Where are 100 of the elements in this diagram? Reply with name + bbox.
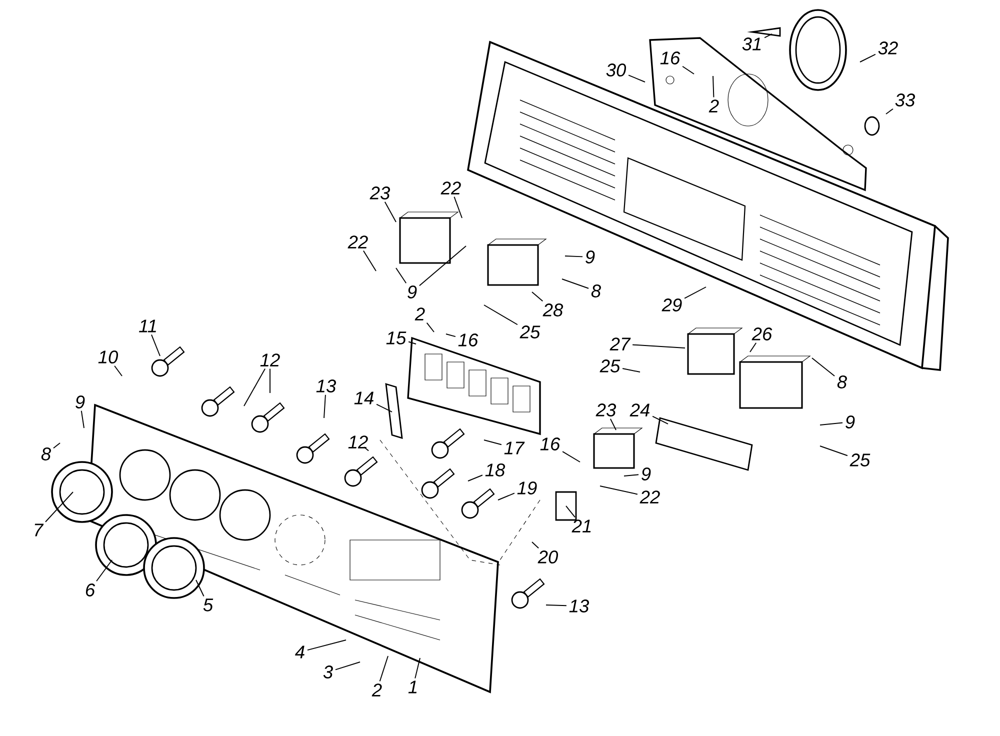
leader-line	[532, 542, 540, 549]
leader-line	[712, 76, 714, 98]
leader-line	[484, 304, 518, 326]
callout-number: 15	[386, 332, 406, 344]
callout-number: 20	[538, 550, 558, 564]
callout-number: 9	[408, 286, 417, 298]
callout-number: 33	[895, 94, 916, 106]
leader-line	[306, 640, 346, 651]
callout-number: 12	[348, 436, 368, 448]
callout-number: 2	[708, 100, 719, 112]
callout-number: 19	[517, 482, 537, 494]
callout-number: 22	[640, 490, 660, 504]
callout-number: 13	[569, 600, 590, 612]
leader-line	[684, 286, 706, 299]
leader-line	[546, 604, 567, 606]
leader-line	[468, 474, 483, 482]
callout-number: 9	[586, 250, 595, 264]
callout-number: 22	[348, 236, 368, 248]
callout-number: 9	[642, 468, 651, 480]
leader-line	[610, 418, 616, 430]
callout-number: 16	[540, 438, 560, 450]
callout-number: 8	[591, 284, 601, 298]
leader-line	[454, 196, 462, 218]
callout-number: 25	[600, 360, 620, 372]
callout-number: 11	[138, 320, 156, 332]
leader-line	[362, 250, 376, 272]
leader-line	[96, 560, 112, 582]
callout-number: 27	[610, 338, 631, 350]
leader-line	[562, 451, 580, 462]
leader-line	[324, 394, 326, 418]
callout-number: 28	[542, 304, 564, 316]
leader-line	[334, 662, 360, 670]
leader-line	[426, 322, 434, 332]
callout-number: 7	[34, 524, 44, 536]
callout-number: 22	[440, 182, 461, 194]
leader-line	[820, 446, 848, 456]
callout-number: 16	[458, 334, 478, 346]
callout-number: 21	[572, 520, 591, 532]
callout-number: 32	[878, 42, 898, 54]
leader-line	[812, 358, 836, 377]
callout-number: 4	[295, 646, 304, 658]
callout-number: 18	[485, 464, 506, 476]
callout-number: 25	[850, 454, 870, 466]
callout-number: 2	[414, 308, 425, 320]
leader-line	[498, 492, 515, 500]
leader-line	[484, 440, 502, 446]
callout-number: 31	[742, 38, 761, 50]
leader-line	[364, 446, 370, 452]
leader-line	[624, 474, 640, 476]
leader-line	[564, 256, 584, 258]
callout-number: 24	[630, 404, 650, 416]
leader-line	[622, 368, 640, 372]
leader-line	[446, 334, 456, 338]
callout-number: 8	[41, 448, 51, 460]
callout-number: 29	[662, 298, 682, 312]
callout-number: 23	[596, 404, 616, 416]
callout-number: 3	[323, 666, 333, 678]
leader-line	[379, 656, 388, 682]
callout-number: 5	[203, 598, 214, 612]
leader-line	[150, 334, 160, 356]
leader-line	[418, 246, 466, 286]
callout-number: 2	[372, 684, 382, 696]
leader-line	[682, 66, 694, 74]
leader-line	[532, 292, 544, 302]
leader-line	[45, 492, 74, 522]
callout-number: 8	[837, 376, 847, 388]
leader-line	[652, 416, 668, 424]
leader-line	[886, 108, 894, 114]
callout-number: 1	[408, 680, 417, 694]
leader-line	[628, 74, 646, 82]
callout-number: 23	[370, 186, 390, 200]
leader-line	[632, 344, 686, 348]
leader-line	[53, 442, 60, 449]
leader-line	[408, 341, 416, 344]
callout-number: 25	[520, 326, 540, 338]
callout-number: 26	[752, 328, 772, 340]
leader-line	[860, 54, 876, 62]
leader-line	[820, 422, 844, 426]
callout-number: 17	[504, 442, 525, 454]
leader-line	[114, 365, 122, 376]
leader-line	[384, 201, 396, 222]
leader-line	[414, 658, 420, 679]
leader-line	[600, 486, 638, 495]
callout-number: 9	[846, 416, 855, 428]
leader-line	[396, 268, 407, 284]
leader-line	[750, 342, 757, 352]
leader-line	[244, 368, 266, 406]
callout-number: 12	[260, 354, 280, 366]
callout-number: 13	[316, 380, 336, 392]
callout-number: 9	[76, 396, 85, 408]
leader-line	[562, 278, 590, 289]
leader-line	[764, 34, 772, 38]
leader-line	[80, 410, 84, 428]
callout-number: 16	[660, 52, 680, 64]
leader-line	[566, 506, 576, 518]
callout-number: 14	[354, 392, 374, 404]
callout-number: 30	[606, 64, 626, 76]
leader-line	[376, 404, 392, 412]
callout-number: 6	[86, 584, 96, 596]
callout-number: 10	[98, 350, 118, 364]
